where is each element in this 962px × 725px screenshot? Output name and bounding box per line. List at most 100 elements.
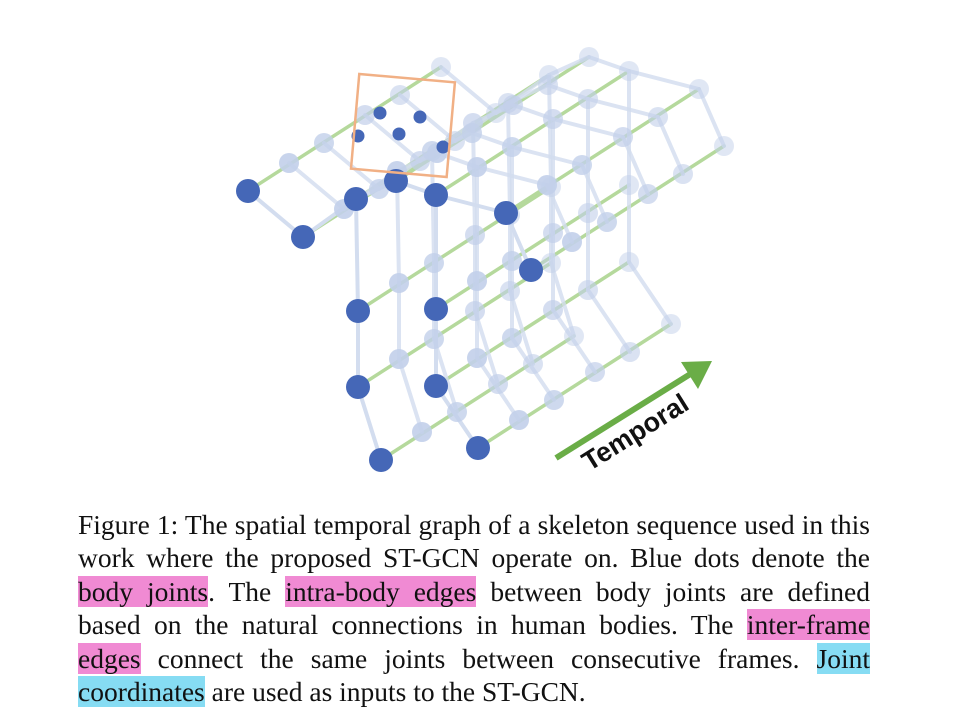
intra-body-edge xyxy=(397,357,424,434)
figure-caption: Figure 1: The spatial temporal graph of … xyxy=(78,508,870,708)
body-joint-faded xyxy=(597,212,617,232)
intra-body-edge xyxy=(586,97,660,119)
body-joint xyxy=(424,183,448,207)
intra-body-edge xyxy=(398,93,457,143)
intra-body-edge xyxy=(510,145,584,167)
body-joint-faded xyxy=(465,301,485,321)
intra-body-edge xyxy=(580,163,609,224)
highlight-intra-body-edges: intra-body edges xyxy=(285,575,477,607)
body-joint xyxy=(424,374,448,398)
body-joint xyxy=(346,375,370,399)
temporal-arrow-head xyxy=(681,361,712,389)
body-joint-faded xyxy=(502,328,522,348)
intra-body-edge xyxy=(656,115,685,176)
temporal-arrow-shaft xyxy=(554,370,694,461)
body-joint-faded xyxy=(389,273,409,293)
body-joint-faded xyxy=(585,362,605,382)
body-joint-faded xyxy=(509,410,529,430)
body-joint-faded xyxy=(613,127,633,147)
body-joint xyxy=(424,297,448,321)
body-joint xyxy=(346,299,370,323)
body-joint-faded xyxy=(424,253,444,273)
body-joint-faded xyxy=(465,225,485,245)
body-joint-faded xyxy=(355,105,375,125)
inter-frame-edge xyxy=(356,261,553,389)
zoom-joint xyxy=(373,106,387,120)
intra-body-edge xyxy=(439,65,498,115)
zoom-joint xyxy=(413,110,427,124)
caption-text: The spatial temporal graph of a skeleton… xyxy=(78,509,870,574)
body-joint xyxy=(519,258,543,282)
body-joint-faded xyxy=(689,79,709,99)
body-joint-faded xyxy=(619,175,639,195)
body-joint xyxy=(344,187,368,211)
inter-frame-edge xyxy=(379,334,576,462)
intra-body-edge xyxy=(586,288,632,354)
body-joint-faded xyxy=(544,390,564,410)
body-joint-faded xyxy=(500,281,520,301)
body-joint-faded xyxy=(279,153,299,173)
body-joint-faded xyxy=(619,61,639,81)
body-joints xyxy=(236,47,734,472)
body-joint-faded xyxy=(579,47,599,67)
body-joint-faded xyxy=(523,354,543,374)
intra-body-edge xyxy=(430,149,436,265)
body-joint-faded xyxy=(648,107,668,127)
intra-body-edge xyxy=(475,165,549,187)
body-joint-faded xyxy=(389,349,409,369)
body-joint-faded xyxy=(488,374,508,394)
body-joint-faded xyxy=(431,57,451,77)
inter-frame-edge xyxy=(246,65,443,193)
body-joint-faded xyxy=(620,342,640,362)
intra-body-edge xyxy=(627,69,701,91)
body-joint-faded xyxy=(537,175,557,195)
inter-frame-edge xyxy=(356,185,553,313)
intra-body-edge xyxy=(506,101,512,217)
body-joint-faded xyxy=(424,329,444,349)
body-joint-faded xyxy=(638,184,658,204)
intra-body-edge xyxy=(434,193,508,215)
highlight-body-joints: body joints xyxy=(78,575,209,607)
body-joint xyxy=(369,448,393,472)
body-joint-faded xyxy=(503,95,523,115)
zoom-joint xyxy=(392,127,406,141)
body-joint-faded xyxy=(619,252,639,272)
intra-body-edge xyxy=(363,113,422,163)
st-graph-figure: Temporal xyxy=(236,47,734,477)
body-joint-faded xyxy=(467,157,487,177)
body-joint-faded xyxy=(502,137,522,157)
body-joint-faded xyxy=(390,85,410,105)
body-joint-faded xyxy=(412,422,432,442)
body-joint xyxy=(291,225,315,249)
body-joint xyxy=(236,179,260,203)
body-joint-faded xyxy=(673,164,693,184)
intra-body-edge xyxy=(551,117,625,139)
inter-frame-edge xyxy=(434,260,631,388)
body-joint xyxy=(494,201,518,225)
body-joint-faded xyxy=(564,326,584,346)
figure-label: Figure 1: xyxy=(78,509,179,540)
body-joint-faded xyxy=(543,223,563,243)
caption-text: are used as inputs to the ST-GCN. xyxy=(204,676,586,708)
inter-frame-edge xyxy=(434,69,631,197)
body-joint xyxy=(384,169,408,193)
body-joint-faded xyxy=(562,232,582,252)
body-joint-faded xyxy=(538,75,558,95)
zoom-joint xyxy=(436,140,450,154)
intra-body-edge xyxy=(354,197,360,313)
body-joint xyxy=(466,436,490,460)
caption-text: . The xyxy=(208,575,286,607)
intra-body-edge xyxy=(627,260,673,326)
body-joint-faded xyxy=(661,314,681,334)
body-joint-faded xyxy=(467,271,487,291)
body-joint-faded xyxy=(462,123,482,143)
body-joint-faded xyxy=(447,402,467,422)
intra-body-edge xyxy=(621,135,650,196)
inter-frame-edge xyxy=(434,183,631,311)
body-joint-faded xyxy=(714,136,734,156)
body-joint-faded xyxy=(578,280,598,300)
joint-zoom-box xyxy=(349,72,457,179)
inter-frame-edge xyxy=(476,322,673,450)
caption-text: between body joints are defined based on… xyxy=(78,575,871,641)
body-joint-faded xyxy=(572,155,592,175)
